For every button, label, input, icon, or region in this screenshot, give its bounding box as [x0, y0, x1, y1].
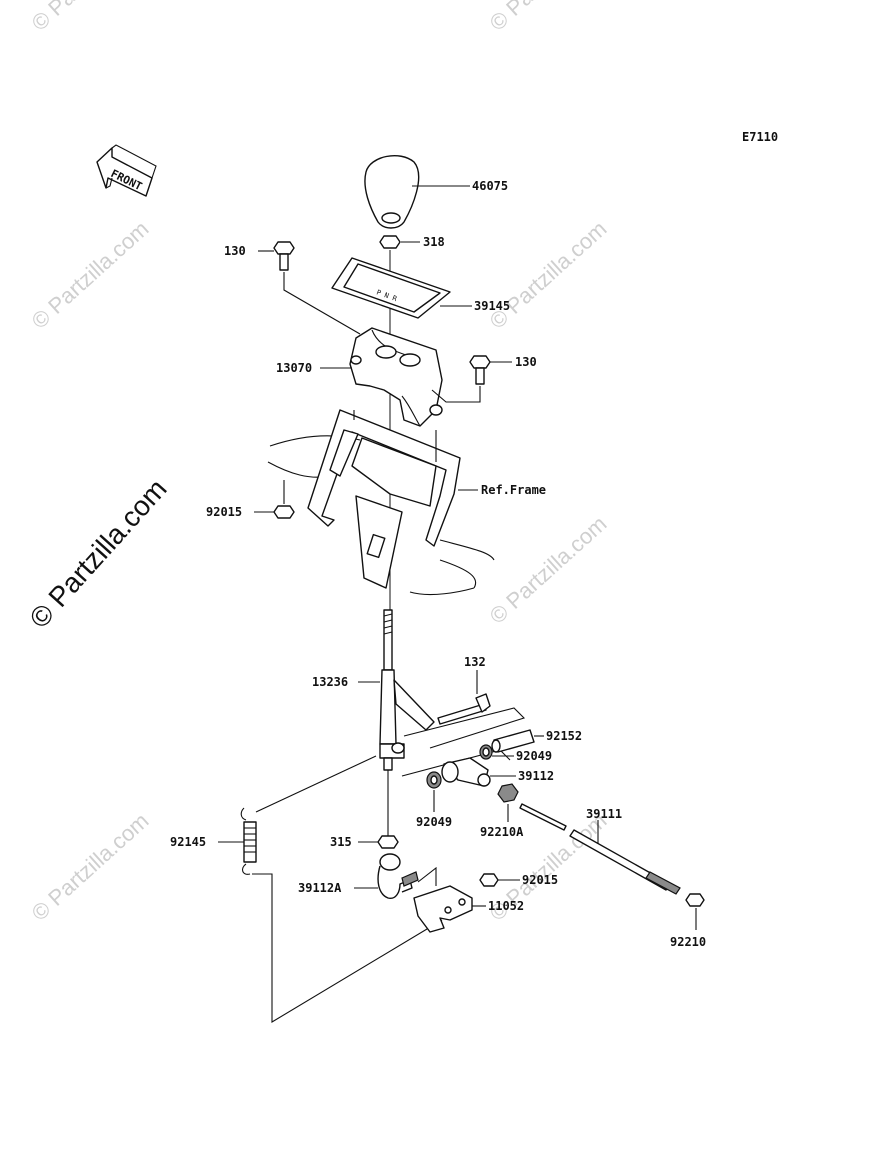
callout-13070: 13070: [276, 361, 312, 375]
callout-39112: 39112: [518, 769, 554, 783]
watermark: © Partzilla.com: [485, 216, 612, 334]
nut-318: [379, 235, 401, 249]
bolt-132: [437, 693, 491, 725]
watermark: © Partzilla.com: [485, 511, 612, 629]
indicator-plate-39145: P N R: [331, 257, 451, 319]
callout-130-left: 130: [224, 244, 246, 258]
callout-39145: 39145: [474, 299, 510, 313]
nut-92210: [685, 893, 705, 907]
shift-knob-46075: [364, 155, 420, 229]
diagram-code: E7110: [742, 130, 778, 144]
callout-92015-lower: 92015: [522, 873, 558, 887]
callout-92210: 92210: [670, 935, 706, 949]
nut-92210A: [497, 783, 519, 803]
shift-lever-13236: [379, 609, 435, 771]
callout-92210A: 92210A: [480, 825, 524, 839]
callout-92145: 92145: [170, 835, 206, 849]
watermark: © Partzilla.com: [27, 216, 154, 334]
watermarks: © Partzilla.com © Partzilla.com © Partzi…: [23, 0, 611, 926]
callout-315: 315: [330, 835, 352, 849]
callout-92152: 92152: [546, 729, 582, 743]
callout-92015-upper: 92015: [206, 505, 242, 519]
spring-92145: [240, 807, 257, 875]
callout-11052: 11052: [488, 899, 524, 913]
rod-39111: [519, 803, 681, 895]
callout-13236: 13236: [312, 675, 348, 689]
callout-92049-lower: 92049: [416, 815, 452, 829]
callout-39112A: 39112A: [298, 881, 342, 895]
nut-92015-lower: [479, 873, 499, 887]
mount-bracket: [307, 409, 461, 589]
bracket-11052: [413, 885, 473, 933]
watermark-large: © Partzilla.com: [23, 473, 172, 634]
callout-318: 318: [423, 235, 445, 249]
callout-39111: 39111: [586, 807, 622, 821]
shifter-housing-13070: [349, 327, 443, 427]
rod-end-39112A: [377, 853, 419, 899]
collar-92152: [491, 729, 535, 753]
lever-arm-39112: [441, 757, 491, 787]
watermark: © Partzilla.com: [485, 0, 612, 36]
callout-92049-upper: 92049: [516, 749, 552, 763]
callout-ref-frame: Ref.Frame: [481, 483, 546, 497]
front-arrow-icon: FRONT: [96, 144, 157, 197]
watermark: © Partzilla.com: [27, 0, 154, 36]
bolt-130-right: [469, 355, 491, 385]
callout-130-right: 130: [515, 355, 537, 369]
callout-46075: 46075: [472, 179, 508, 193]
bolt-130-left: [273, 241, 295, 271]
callout-132: 132: [464, 655, 486, 669]
nut-315: [377, 835, 399, 849]
watermark: © Partzilla.com: [27, 808, 154, 926]
nut-92015-upper: [273, 505, 295, 519]
